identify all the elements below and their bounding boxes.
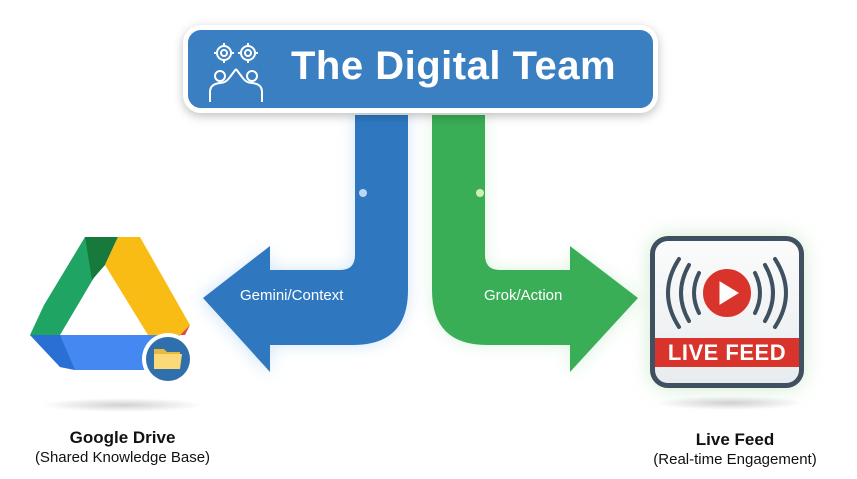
google-drive-icon bbox=[30, 237, 194, 385]
live-feed-name: Live Feed bbox=[695, 430, 775, 449]
live-feed-subtitle: (Real-time Engagement) bbox=[653, 451, 817, 468]
arrow-label-grok: Grok/Action bbox=[484, 287, 563, 304]
folder-icon bbox=[154, 349, 182, 369]
arrow-label-gemini: Gemini/Context bbox=[240, 287, 344, 304]
google-drive-caption: Google Drive (Shared Knowledge Base) bbox=[5, 428, 240, 466]
gemini-context-arrow bbox=[203, 115, 408, 372]
header-title: The Digital Team bbox=[291, 44, 617, 88]
live-feed-caption: Live Feed (Real-time Engagement) bbox=[620, 430, 850, 468]
google-drive-subtitle: (Shared Knowledge Base) bbox=[34, 449, 211, 466]
drive-shadow bbox=[40, 398, 205, 412]
grok-action-arrow bbox=[432, 115, 638, 372]
play-icon bbox=[719, 281, 739, 305]
google-drive-name: Google Drive bbox=[69, 428, 176, 447]
live-feed-banner: LIVE FEED bbox=[655, 338, 799, 367]
live-shadow bbox=[655, 396, 805, 410]
digital-team-header: The Digital Team bbox=[183, 25, 658, 113]
broadcast-waves-icon bbox=[666, 257, 788, 329]
team-gears-icon bbox=[209, 43, 263, 102]
live-feed-icon: LIVE FEED bbox=[650, 236, 804, 388]
